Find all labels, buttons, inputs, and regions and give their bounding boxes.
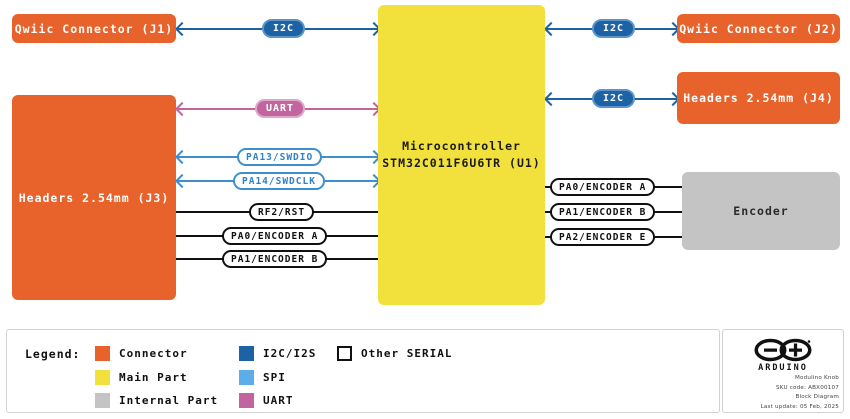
- legend-item-other-serial: Other SERIAL: [337, 346, 452, 361]
- arrowhead-left-j4-i2c: [543, 91, 559, 107]
- signal-pill-enc-pa0-encoder-a[interactable]: PA0/ENCODER A: [550, 178, 656, 196]
- block-qwiic-connector-j2[interactable]: Qwiic Connector (J2): [677, 14, 840, 43]
- block-qwiic-connector-j1[interactable]: Qwiic Connector (J1): [12, 14, 176, 43]
- block-label: Qwiic Connector (J1): [14, 21, 174, 36]
- signal-label: PA13/SWDIO: [246, 151, 314, 163]
- legend-label: Internal Part: [119, 394, 219, 407]
- legend-swatch-connector: [95, 346, 110, 361]
- signal-label: PA2/ENCODER E: [559, 231, 647, 243]
- signal-label: I2C: [603, 93, 625, 104]
- legend-swatch-spi: [239, 370, 254, 385]
- legend-label: Main Part: [119, 371, 188, 384]
- signal-pill-j3-pa0-encoder-a[interactable]: PA0/ENCODER A: [222, 227, 328, 245]
- legend-label: Other SERIAL: [361, 347, 453, 360]
- legend-item-spi: SPI: [239, 370, 286, 385]
- signal-pill-i2c-j4[interactable]: I2C: [592, 89, 636, 108]
- mcu-label-line2: STM32C011F6U6TR (U1): [382, 156, 541, 170]
- signal-label: UART: [266, 103, 295, 114]
- signal-pill-uart-j3[interactable]: UART: [255, 99, 306, 118]
- legend-swatch-uart: [239, 393, 254, 408]
- legend-label: SPI: [263, 371, 286, 384]
- meta-sku: SKU code: ABX00107: [776, 384, 839, 391]
- signal-label: PA1/ENCODER B: [559, 206, 647, 218]
- arrowhead-left-j3-uart: [174, 101, 190, 117]
- mcu-label-line1: Microcontroller: [402, 138, 521, 153]
- block-label: Encoder: [733, 204, 789, 218]
- arrowhead-left-j1-i2c: [174, 21, 190, 37]
- signal-label: I2C: [273, 23, 295, 34]
- legend-swatch-other-serial: [337, 346, 352, 361]
- legend-item-main-part: Main Part: [95, 370, 188, 385]
- arduino-logo: ARDUINO: [723, 338, 843, 373]
- signal-label: PA1/ENCODER B: [231, 253, 319, 265]
- metadata-text-block: Modulino Knob SKU code: ABX00107 Block D…: [761, 374, 839, 412]
- legend-title: Legend:: [25, 347, 81, 361]
- signal-label: RF2/RST: [258, 206, 306, 218]
- legend-label: I2C/I2S: [263, 347, 317, 360]
- legend-item-internal-part: Internal Part: [95, 393, 218, 408]
- meta-doc-type: Block Diagram: [795, 394, 839, 401]
- arduino-infinity-icon: [754, 338, 812, 362]
- meta-product: Modulino Knob: [795, 375, 839, 381]
- block-headers-j4[interactable]: Headers 2.54mm (J4): [677, 72, 840, 124]
- legend-label: Connector: [119, 347, 188, 360]
- arrowhead-left-j2-i2c: [543, 21, 559, 37]
- arrowhead-left-swdclk: [174, 173, 190, 189]
- block-microcontroller-u1[interactable]: Microcontroller STM32C011F6U6TR (U1): [378, 5, 545, 305]
- arduino-wordmark: ARDUINO: [758, 363, 808, 373]
- legend-item-uart: UART: [239, 393, 294, 408]
- legend-item-connector: Connector: [95, 346, 188, 361]
- signal-label: PA0/ENCODER A: [559, 181, 647, 193]
- block-label: Headers 2.54mm (J3): [18, 190, 170, 205]
- legend-swatch-i2c-i2s: [239, 346, 254, 361]
- signal-pill-rf2-rst[interactable]: RF2/RST: [249, 203, 315, 221]
- signal-pill-i2c-j2[interactable]: I2C: [592, 19, 636, 38]
- legend-swatch-main-part: [95, 370, 110, 385]
- signal-label: I2C: [603, 23, 625, 34]
- block-headers-j3[interactable]: Headers 2.54mm (J3): [12, 95, 176, 300]
- signal-label: PA14/SWDCLK: [242, 175, 316, 187]
- metadata-panel: ARDUINO Modulino Knob SKU code: ABX00107…: [722, 329, 844, 413]
- signal-label: PA0/ENCODER A: [231, 230, 319, 242]
- block-encoder[interactable]: Encoder: [682, 172, 840, 250]
- legend-item-i2c-i2s: I2C/I2S: [239, 346, 316, 361]
- signal-pill-j3-pa1-encoder-b[interactable]: PA1/ENCODER B: [222, 250, 328, 268]
- block-label: Qwiic Connector (J2): [679, 21, 838, 36]
- signal-pill-pa14-swdclk[interactable]: PA14/SWDCLK: [233, 172, 325, 190]
- signal-pill-i2c-j1[interactable]: I2C: [262, 19, 306, 38]
- legend-label: UART: [263, 394, 294, 407]
- legend-panel: Legend: Connector Main Part Internal Par…: [6, 329, 720, 413]
- signal-pill-enc-pa1-encoder-b[interactable]: PA1/ENCODER B: [550, 203, 656, 221]
- signal-pill-pa13-swdio[interactable]: PA13/SWDIO: [237, 148, 323, 166]
- legend-swatch-internal-part: [95, 393, 110, 408]
- arrowhead-left-swdio: [174, 149, 190, 165]
- signal-pill-enc-pa2-encoder-e[interactable]: PA2/ENCODER E: [550, 228, 656, 246]
- meta-last-update: Last update: 05 Feb, 2025: [760, 403, 839, 410]
- block-label: Headers 2.54mm (J4): [683, 91, 834, 105]
